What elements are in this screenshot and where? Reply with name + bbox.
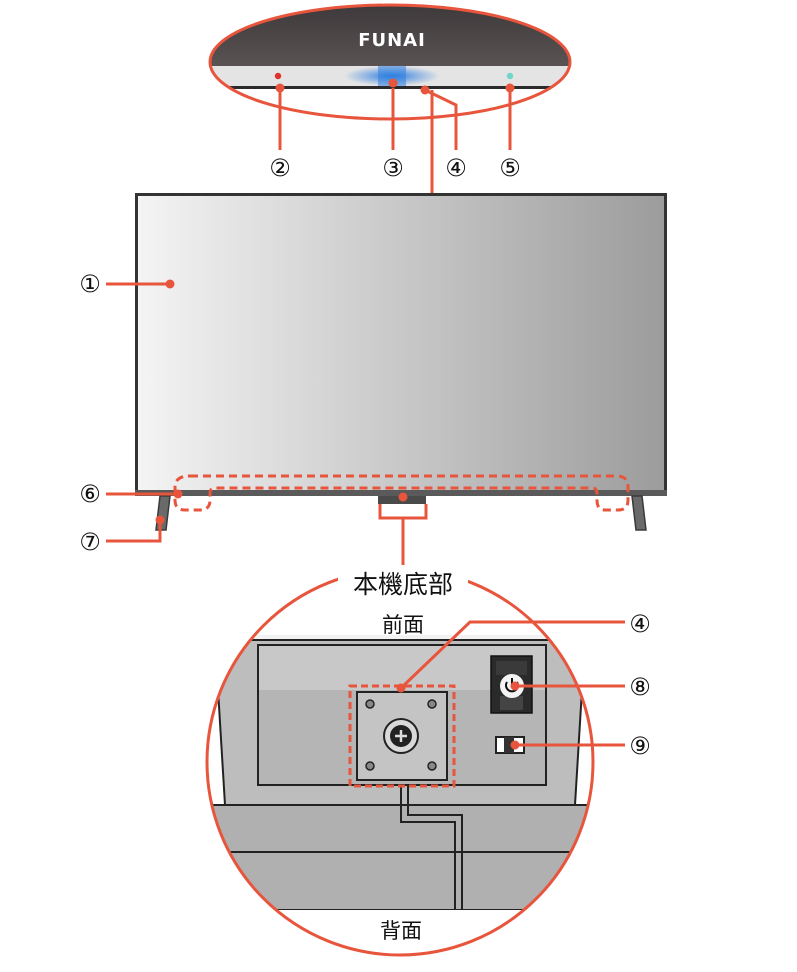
callout-9: ⑨ <box>629 732 651 760</box>
zoom-ellipse-outline <box>208 3 572 121</box>
callout-4-detail: ④ <box>629 610 651 638</box>
mount-highlight <box>348 684 456 788</box>
tv-screen <box>138 196 664 490</box>
callout-7: ⑦ <box>79 528 101 556</box>
power-indicator-led <box>274 72 282 80</box>
callout-6: ⑥ <box>79 480 101 508</box>
detail-bracket <box>378 504 428 520</box>
plus-screw-icon <box>395 730 407 742</box>
brand-logo: FUNAI <box>358 30 426 51</box>
svg-text:⑥: ⑥ <box>79 480 101 508</box>
callout-8: ⑧ <box>629 673 651 701</box>
svg-text:⑧: ⑧ <box>629 673 651 701</box>
control-joystick-plate <box>356 691 448 781</box>
svg-text:②: ② <box>269 154 291 182</box>
power-button <box>490 655 533 714</box>
back-label: 背面 <box>380 919 422 943</box>
detail-title: 本機底部 <box>353 570 453 599</box>
callout-2: ② <box>269 154 291 182</box>
top-leader-dots <box>275 78 515 95</box>
speaker-outline <box>173 474 630 512</box>
svg-text:⑦: ⑦ <box>79 528 101 556</box>
front-label: 前面 <box>382 613 424 637</box>
callout-3: ③ <box>382 154 404 182</box>
top-bezel-zoom: FUNAI <box>208 3 572 121</box>
stand-right <box>631 495 647 531</box>
svg-text:③: ③ <box>382 154 404 182</box>
svg-text:①: ① <box>79 270 101 298</box>
screen-dot <box>165 279 175 289</box>
svg-text:⑤: ⑤ <box>499 154 521 182</box>
light-sensor <box>506 72 514 80</box>
callout-4: ④ <box>445 154 467 182</box>
svg-text:⑨: ⑨ <box>629 732 651 760</box>
svg-text:④: ④ <box>445 154 467 182</box>
callout-5: ⑤ <box>499 154 521 182</box>
svg-text:④: ④ <box>629 610 651 638</box>
stand-left <box>155 495 171 531</box>
tv-body <box>135 193 667 531</box>
callout-1: ① <box>79 270 101 298</box>
bottom-detail-zoom <box>205 567 595 957</box>
